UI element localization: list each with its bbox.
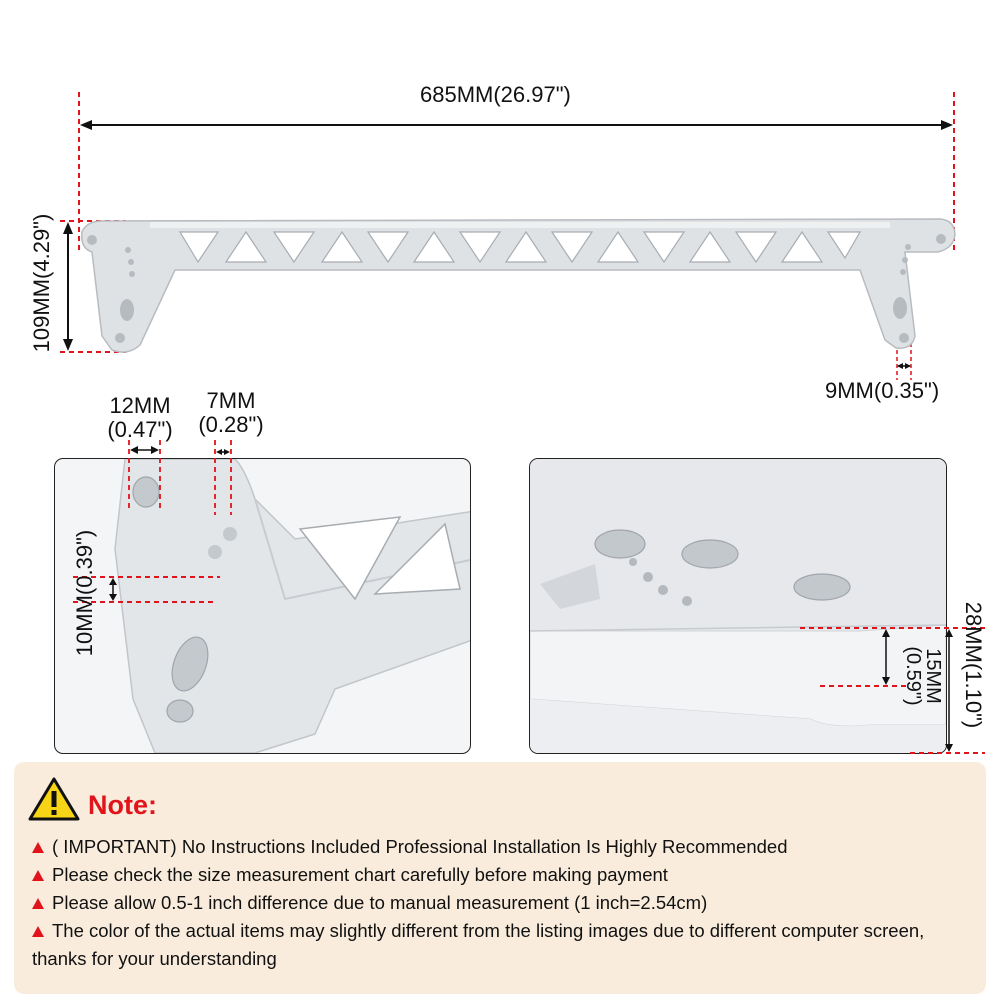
hole-dimension-lines xyxy=(128,440,232,515)
thickness-dimension-lines xyxy=(800,627,985,754)
note-item-4: The color of the actual items may slight… xyxy=(32,920,925,969)
note-item-2: Please check the size measurement chart … xyxy=(32,861,982,889)
hole-b-in: (0.28") xyxy=(198,412,264,437)
left-end-detail-panel xyxy=(54,458,471,754)
right-end-detail-drawing xyxy=(530,459,946,753)
red-triangle-bullet-icon xyxy=(32,870,44,881)
note-title: Note: xyxy=(88,790,157,820)
hole-a-dimension-label: 12MM (0.47") xyxy=(92,394,188,442)
thickness-inner-mm: 15MM xyxy=(922,648,944,704)
note-item-1: ( IMPORTANT) No Instructions Included Pr… xyxy=(32,833,982,861)
brace-mount-holes xyxy=(87,234,946,343)
note-box: Note: ( IMPORTANT) No Instructions Inclu… xyxy=(14,762,986,994)
right-end-detail-panel xyxy=(529,458,947,754)
length-dimension-label: 685MM(26.97") xyxy=(420,82,571,107)
left-end-detail-drawing xyxy=(73,459,470,753)
hole-right-dimension-label: 9MM(0.35") xyxy=(825,378,940,403)
thickness-outer-label: 28MM(1.10") xyxy=(961,601,986,729)
hole-b-dimension-label: 7MM (0.28") xyxy=(186,389,276,437)
red-triangle-bullet-icon xyxy=(32,926,44,937)
thickness-inner-label: 15MM (0.59") xyxy=(902,626,944,726)
note-item-3: Please allow 0.5-1 inch difference due t… xyxy=(32,889,982,917)
red-triangle-bullet-icon xyxy=(32,842,44,853)
thickness-inner-in: (0.59") xyxy=(902,646,924,706)
spacing-dimension-label: 10MM(0.39") xyxy=(72,529,97,657)
height-dimension-label: 109MM(4.29") xyxy=(29,213,54,353)
hole-a-mm: 12MM xyxy=(109,393,171,418)
hole-a-in: (0.47") xyxy=(107,417,173,442)
hole-b-mm: 7MM xyxy=(206,388,256,413)
brace-overview-diagram xyxy=(60,92,956,380)
brace-triangle-cutouts xyxy=(178,230,862,264)
red-triangle-bullet-icon xyxy=(32,898,44,909)
warning-icon xyxy=(28,777,80,821)
